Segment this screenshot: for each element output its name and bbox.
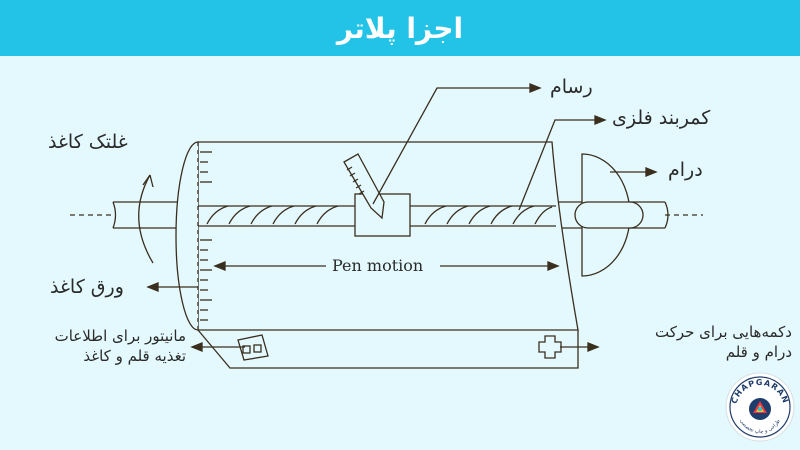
paper-roller-left xyxy=(175,141,199,331)
label-paper-roller: غلتک کاغذ xyxy=(48,131,128,153)
pen-motion-arrow xyxy=(213,261,560,271)
label-buttons-line2: درام و قلم xyxy=(725,343,792,361)
rotation-arrow xyxy=(138,174,154,264)
drum-slot xyxy=(574,201,644,229)
label-paper-sheet: ورق کاغذ xyxy=(50,276,124,298)
header-banner: اجزا پلاتر xyxy=(0,0,800,56)
label-pen: رسام xyxy=(550,76,593,98)
label-monitor: مانیتور برای اطلاعات تغذیه قلم و کاغذ xyxy=(55,326,186,366)
label-monitor-line1: مانیتور برای اطلاعات xyxy=(54,327,186,345)
control-buttons xyxy=(538,335,562,359)
leader-arrowheads xyxy=(146,83,658,352)
label-pen-motion: Pen motion xyxy=(329,256,427,275)
paper-sheet-edge xyxy=(197,329,579,369)
chapgaran-logo: CHAPGARAN طراحی و چاپ تخصصی xyxy=(725,372,795,442)
label-drum: درام xyxy=(668,159,703,181)
page-title: اجزا پلاتر xyxy=(336,11,464,45)
metal-belt-spiral xyxy=(206,205,553,225)
label-buttons: دکمه‌هایی برای حرکت درام و قلم xyxy=(655,322,792,362)
label-metal-belt: کمربند فلزی xyxy=(612,107,711,129)
label-buttons-line1: دکمه‌هایی برای حرکت xyxy=(654,323,792,341)
label-monitor-line2: تغذیه قلم و کاغذ xyxy=(83,347,186,365)
drum-scale-marks xyxy=(200,151,212,321)
monitor-panel xyxy=(237,334,269,361)
